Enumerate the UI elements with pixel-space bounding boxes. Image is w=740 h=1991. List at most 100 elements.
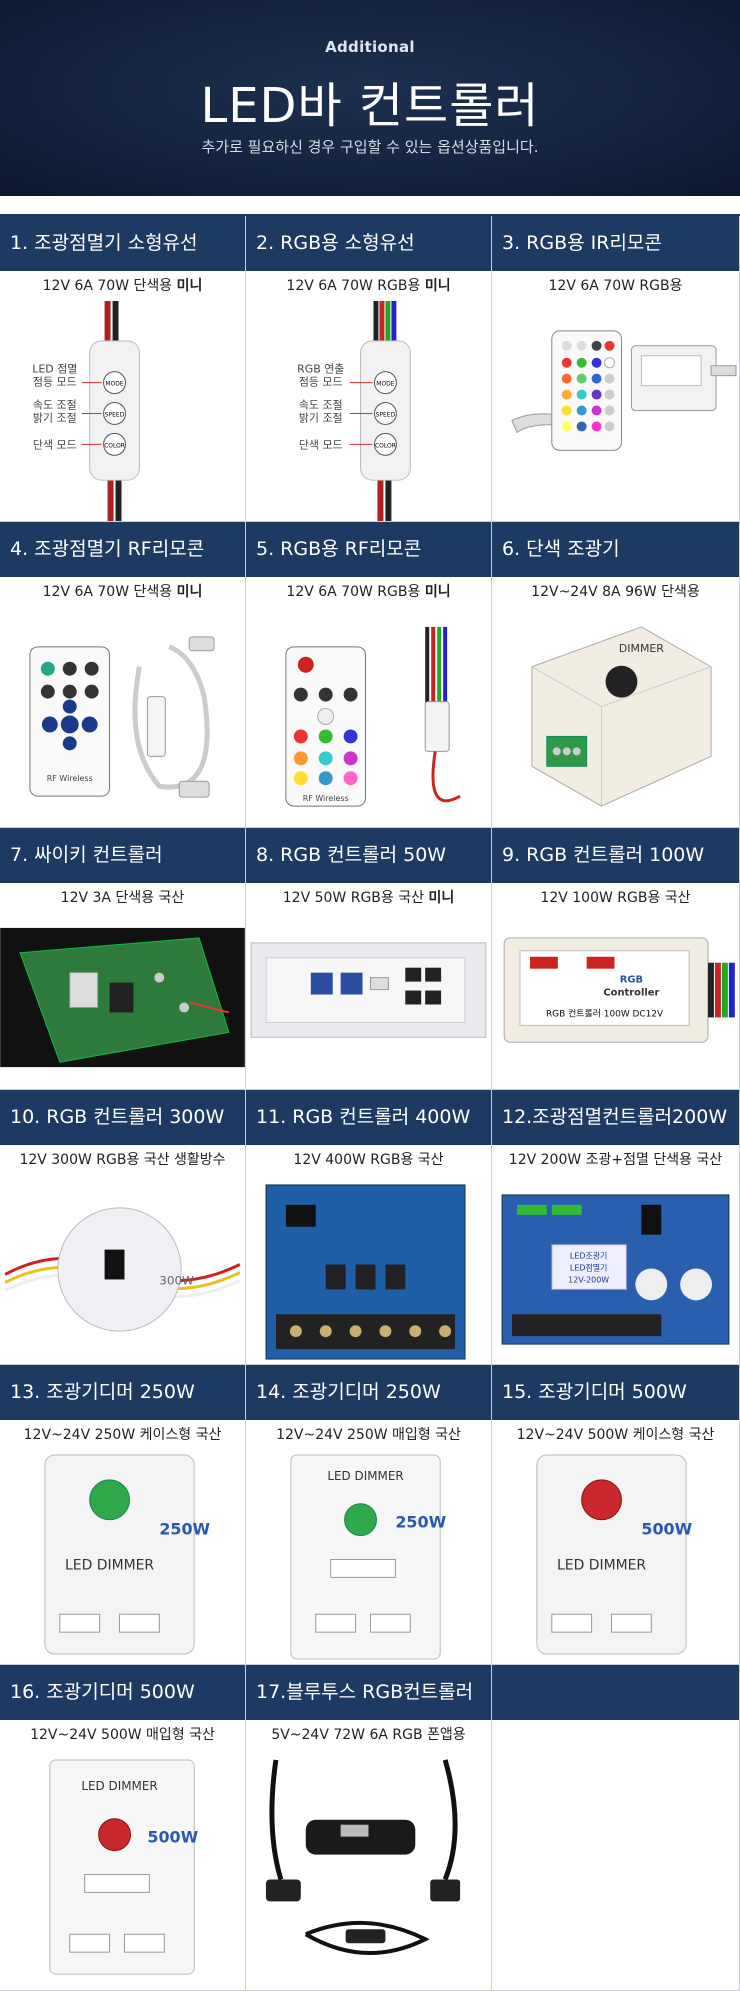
product-title: 2. RGB용 소형유선 (246, 216, 491, 271)
product-title: 12.조광점멸컨트롤러200W (492, 1090, 739, 1145)
product-image-psyche-controller (0, 913, 245, 1089)
product-image-dimmer-250w-case: 250W LED DIMMER (0, 1450, 245, 1664)
empty-card (492, 1665, 740, 1991)
button-label: COLOR (104, 442, 125, 449)
button-label: MODE (376, 381, 394, 388)
product-image-rgb-controller-400w (246, 1175, 491, 1364)
product-spec: 12V 300W RGB용 국산 생활방수 (19, 1152, 226, 1168)
product-image-mono-dimmer: DIMMER (492, 607, 739, 827)
callout-label: 밝기 조절 (33, 411, 77, 424)
product-spec: 12V~24V 500W 케이스형 국산 (516, 1427, 715, 1443)
product-card-9[interactable]: 9. RGB 컨트롤러 100W 12V 100W RGB용 국산 RGB Co… (492, 828, 740, 1090)
product-image-dimmer-250w-flush: LED DIMMER 250W (246, 1450, 491, 1664)
callout-label: LED 점멸 (32, 363, 77, 376)
product-image-rgb-controller-50w (246, 913, 491, 1089)
device-label: DIMMER (619, 642, 664, 655)
callout-label: 점등 모드 (33, 376, 77, 389)
callout-label: RGB 연출 (297, 363, 344, 376)
product-image-rgb-controller-100w: RGB Controller RGB 컨트롤러 100W DC12V (492, 913, 739, 1089)
device-label: 300W (159, 1273, 194, 1287)
product-title: 16. 조광기디머 500W (0, 1665, 245, 1720)
button-label: SPEED (376, 411, 396, 418)
button-label: MODE (105, 381, 123, 388)
product-title: 5. RGB용 RF리모콘 (246, 522, 491, 577)
product-title: 15. 조광기디머 500W (492, 1365, 739, 1420)
watt-label: 250W (395, 1513, 446, 1532)
product-card-16[interactable]: 16. 조광기디머 500W 12V~24V 500W 매입형 국산 LED D… (0, 1665, 246, 1991)
product-card-11[interactable]: 11. RGB 컨트롤러 400W 12V 400W RGB용 국산 (246, 1090, 492, 1365)
product-card-3[interactable]: 3. RGB용 IR리모콘 12V 6A 70W RGB용 (492, 216, 740, 522)
product-title: 9. RGB 컨트롤러 100W (492, 828, 739, 883)
product-spec: 12V 400W RGB용 국산 (293, 1152, 444, 1168)
product-grid: 1. 조광점멸기 소형유선 12V 6A 70W 단색용 미니 MODE SPE… (0, 214, 740, 1991)
product-image-rgb-wired-controller: MODE SPEED COLOR RGB 연출 점등 모드 속도 조절 밝기 조… (246, 301, 491, 521)
product-card-4[interactable]: 4. 조광점멸기 RF리모콘 12V 6A 70W 단색용 미니 RF Wire… (0, 522, 246, 828)
button-label: SPEED (105, 411, 125, 418)
callout-label: 속도 조절 (299, 399, 343, 412)
product-image-rgb-controller-300w: 300W (0, 1175, 245, 1364)
product-title: 11. RGB 컨트롤러 400W (246, 1090, 491, 1145)
callout-label: 점등 모드 (299, 376, 343, 389)
product-image-rf-remote-rgb: RF Wireless (246, 607, 491, 827)
product-title: 3. RGB용 IR리모콘 (492, 216, 739, 271)
product-spec: 12V 6A 70W 단색용 미니 (42, 278, 203, 294)
product-title: 13. 조광기디머 250W (0, 1365, 245, 1420)
product-spec: 12V 200W 조광+점멸 단색용 국산 (508, 1152, 723, 1168)
watt-label: 500W (147, 1828, 198, 1847)
product-spec: 12V~24V 250W 케이스형 국산 (23, 1427, 222, 1443)
product-spec: 12V 6A 70W RGB용 미니 (286, 584, 451, 600)
product-card-13[interactable]: 13. 조광기디머 250W 12V~24V 250W 케이스형 국산 250W… (0, 1365, 246, 1665)
product-title: 7. 싸이키 컨트롤러 (0, 828, 245, 883)
empty-header (492, 1665, 739, 1720)
product-title: 6. 단색 조광기 (492, 522, 739, 577)
product-image-dimmer-500w-case: 500W LED DIMMER (492, 1450, 739, 1664)
product-image-ir-remote (492, 301, 739, 521)
brand-label: LED DIMMER (65, 1557, 154, 1573)
product-title: 17.블루투스 RGB컨트롤러 (246, 1665, 491, 1720)
product-image-dimmer-flasher-200w: LED조광기 LED점멸기 12V-200W (492, 1175, 739, 1364)
banner-description: 추가로 필요하신 경우 구입할 수 있는 옵션상품입니다. (201, 138, 539, 156)
watt-label: 250W (159, 1520, 210, 1539)
watt-label: 500W (641, 1520, 692, 1539)
page-banner: Additional LED바 컨트롤러 추가로 필요하신 경우 구입할 수 있… (0, 0, 740, 196)
product-title: 4. 조광점멸기 RF리모콘 (0, 522, 245, 577)
product-spec: 12V 100W RGB용 국산 (540, 890, 691, 906)
callout-label: 단색 모드 (33, 438, 77, 451)
remote-label: RF Wireless (303, 794, 349, 803)
product-card-5[interactable]: 5. RGB용 RF리모콘 12V 6A 70W RGB용 미니 RF Wire… (246, 522, 492, 828)
banner-title: LED바 컨트롤러 (200, 78, 540, 134)
product-title: 10. RGB 컨트롤러 300W (0, 1090, 245, 1145)
product-image-dimmer-500w-flush: LED DIMMER 500W (0, 1750, 245, 1990)
product-spec: 12V~24V 250W 매입형 국산 (276, 1427, 461, 1443)
product-card-8[interactable]: 8. RGB 컨트롤러 50W 12V 50W RGB용 국산 미니 (246, 828, 492, 1090)
product-spec: 12V 6A 70W RGB용 (548, 278, 683, 294)
button-label: COLOR (375, 442, 396, 449)
brand-label: LED DIMMER (81, 1779, 157, 1793)
product-spec: 12V 3A 단색용 국산 (60, 890, 185, 906)
product-image-mini-wired-controller: MODE SPEED COLOR LED 점멸 점등 모드 속도 조절 밝기 조… (0, 301, 245, 521)
product-title: 8. RGB 컨트롤러 50W (246, 828, 491, 883)
product-spec: 5V~24V 72W 6A RGB 폰앱용 (271, 1727, 466, 1743)
product-image-bluetooth-rgb-controller (246, 1750, 491, 1990)
brand-label: LED DIMMER (327, 1469, 403, 1483)
device-caption: RGB 컨트롤러 100W DC12V (546, 1008, 664, 1019)
callout-label: 밝기 조절 (299, 411, 343, 424)
remote-label: RF Wireless (47, 774, 93, 783)
product-spec: 12V~24V 500W 매입형 국산 (30, 1727, 215, 1743)
product-title: 14. 조광기디머 250W (246, 1365, 491, 1420)
product-card-2[interactable]: 2. RGB용 소형유선 12V 6A 70W RGB용 미니 MODE SPE… (246, 216, 492, 522)
product-card-14[interactable]: 14. 조광기디머 250W 12V~24V 250W 매입형 국산 LED D… (246, 1365, 492, 1665)
product-spec: 12V~24V 8A 96W 단색용 (531, 584, 700, 600)
product-card-12[interactable]: 12.조광점멸컨트롤러200W 12V 200W 조광+점멸 단색용 국산 LE… (492, 1090, 740, 1365)
product-spec: 12V 6A 70W 단색용 미니 (42, 584, 203, 600)
product-card-7[interactable]: 7. 싸이키 컨트롤러 12V 3A 단색용 국산 (0, 828, 246, 1090)
banner-small-title: Additional (325, 38, 415, 56)
product-card-17[interactable]: 17.블루투스 RGB컨트롤러 5V~24V 72W 6A RGB 폰앱용 (246, 1665, 492, 1991)
callout-label: 속도 조절 (33, 399, 77, 412)
product-image-rf-remote-mono: RF Wireless (0, 607, 245, 827)
product-card-10[interactable]: 10. RGB 컨트롤러 300W 12V 300W RGB용 국산 생활방수 … (0, 1090, 246, 1365)
product-card-6[interactable]: 6. 단색 조광기 12V~24V 8A 96W 단색용 DIMMER (492, 522, 740, 828)
product-card-15[interactable]: 15. 조광기디머 500W 12V~24V 500W 케이스형 국산 500W… (492, 1365, 740, 1665)
device-label: LED점멸기 (570, 1262, 607, 1272)
product-card-1[interactable]: 1. 조광점멸기 소형유선 12V 6A 70W 단색용 미니 MODE SPE… (0, 216, 246, 522)
